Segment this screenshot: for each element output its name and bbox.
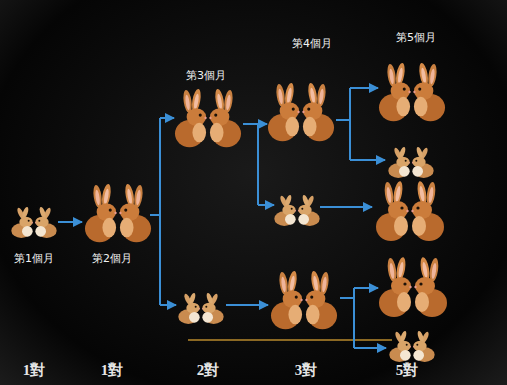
adult-pair xyxy=(85,183,151,242)
adult-pair xyxy=(379,62,445,121)
arrow xyxy=(258,123,267,125)
fork-line xyxy=(336,88,350,160)
adult-pair xyxy=(271,270,337,329)
month-label: 第5個月 xyxy=(396,30,436,45)
month-label: 第1個月 xyxy=(14,251,54,266)
baby-pair xyxy=(388,146,433,178)
pair-count: 1對 xyxy=(23,361,46,380)
fork-line xyxy=(340,288,354,348)
fork-line xyxy=(243,124,258,205)
adult-pair xyxy=(175,88,241,147)
baby-pair xyxy=(178,292,223,324)
arrow xyxy=(258,204,274,206)
pair-count: 2對 xyxy=(197,361,220,380)
baby-pair xyxy=(11,206,56,238)
arrow xyxy=(160,304,176,306)
baby-pair xyxy=(274,194,319,226)
arrow xyxy=(226,304,268,306)
arrow xyxy=(350,159,385,161)
month-label: 第2個月 xyxy=(92,251,132,266)
pair-count: 1對 xyxy=(101,361,124,380)
fork-line xyxy=(150,118,160,305)
arrow xyxy=(354,347,386,349)
rabbit-pairs xyxy=(11,62,447,362)
baby-pair xyxy=(389,330,434,362)
arrow xyxy=(350,87,378,89)
adult-pair xyxy=(268,82,334,141)
growth-arrows xyxy=(58,88,386,348)
arrow xyxy=(354,287,378,289)
arrow xyxy=(160,117,174,119)
month-label: 第3個月 xyxy=(186,68,226,83)
gold-rule xyxy=(188,339,392,341)
month-label: 第4個月 xyxy=(292,36,332,51)
pair-count: 5對 xyxy=(396,361,419,380)
arrow xyxy=(320,206,372,208)
pair-count: 3對 xyxy=(295,361,318,380)
adult-pair xyxy=(376,180,444,241)
adult-pair xyxy=(379,256,447,317)
arrow xyxy=(58,221,82,223)
